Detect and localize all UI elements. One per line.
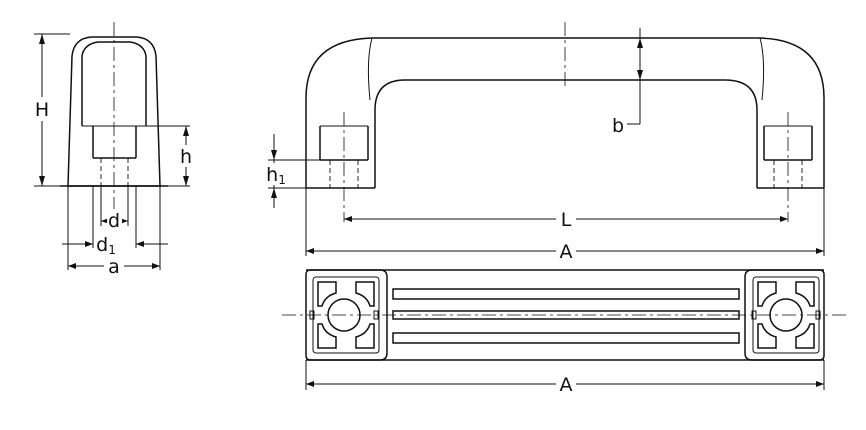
grip-slot-top (392, 288, 740, 300)
side-view: H h d d1 a (32, 22, 195, 278)
front-view: b h1 L A (262, 22, 825, 263)
label-d: d (108, 210, 120, 232)
label-H: H (35, 99, 49, 121)
top-view-outline (305, 269, 825, 361)
label-b: b (612, 115, 624, 137)
label-h1: h1 (266, 164, 286, 187)
label-d1: d1 (96, 234, 116, 257)
label-A-top: A (560, 374, 573, 396)
front-view-outline (305, 37, 825, 126)
front-view-opening (374, 79, 758, 126)
grip-slot-bottom (392, 332, 740, 344)
top-view: A (282, 269, 850, 396)
label-a: a (108, 256, 120, 278)
label-A-front: A (560, 241, 573, 263)
side-view-outline (67, 36, 161, 187)
label-h: h (180, 146, 192, 168)
label-L: L (561, 209, 572, 231)
